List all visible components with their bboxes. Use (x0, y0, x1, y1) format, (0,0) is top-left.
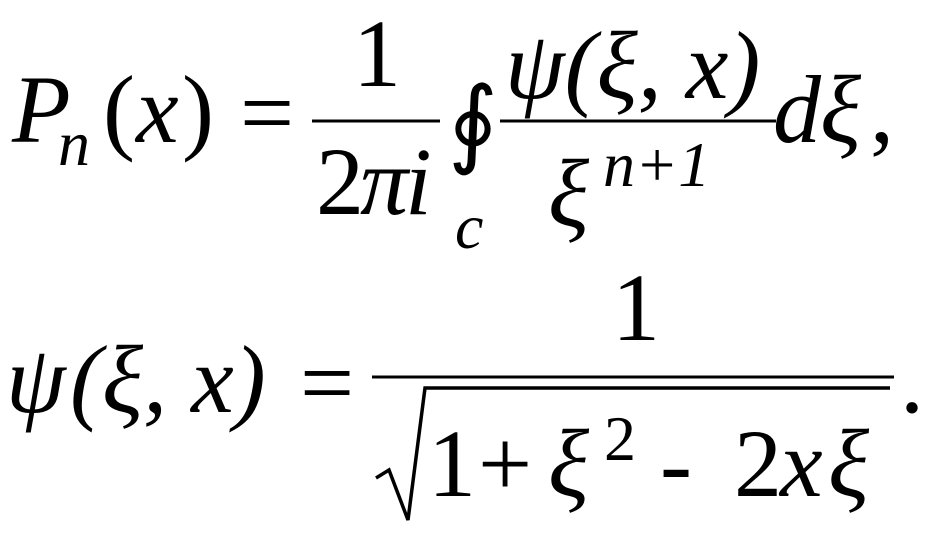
coefficient-denominator-two: 2 (316, 128, 364, 235)
contour-integral-sign: ∮ (448, 69, 498, 176)
radicand-plus: + (478, 410, 532, 517)
lhs-var-x: x (134, 56, 179, 163)
radicand-x: x (778, 410, 823, 517)
square-root-sign (375, 386, 890, 521)
radicand-one: 1 (428, 410, 476, 517)
radicand-exponent: 2 (604, 403, 636, 474)
differential-d: d (773, 56, 822, 163)
integrand-numerator: ψ(ξ, x) (505, 12, 760, 119)
lhs-open-paren: ( (103, 56, 135, 163)
integral-contour-label: c (455, 191, 483, 262)
lhs-subscript-n: n (58, 108, 90, 179)
coefficient-denominator-i: i (405, 128, 432, 235)
equation-line-1: P n ( x ) = 1 2 π i ∮ c ψ(ξ, x) ξ n+1 d … (11, 0, 894, 262)
lhs-symbol-p: P (11, 56, 71, 163)
differential-xi: ξ (820, 56, 862, 163)
radicand-two: 2 (734, 410, 782, 517)
equals-sign-1: = (240, 59, 294, 166)
root-fraction-numerator: 1 (612, 254, 660, 361)
lhs-arguments: (ξ, x) (70, 326, 266, 433)
equation-line-2: ψ (ξ, x) = 1 1 + ξ 2 - 2 x ξ . (6, 254, 924, 521)
equals-sign-2: = (300, 329, 354, 436)
radicand-minus: - (660, 410, 692, 517)
line-1-comma: , (870, 56, 894, 163)
coefficient-numerator: 1 (353, 0, 401, 107)
radicand-xi: ξ (548, 410, 590, 517)
radicand-xi-end: ξ (828, 410, 870, 517)
line-2-period: . (900, 326, 924, 433)
coefficient-denominator-pi: π (360, 128, 411, 235)
integrand-denominator-base: ξ (548, 140, 590, 247)
lhs-close-paren: ) (182, 56, 214, 163)
lhs-symbol-psi: ψ (6, 326, 67, 433)
integrand-denominator-exponent: n+1 (603, 129, 710, 200)
